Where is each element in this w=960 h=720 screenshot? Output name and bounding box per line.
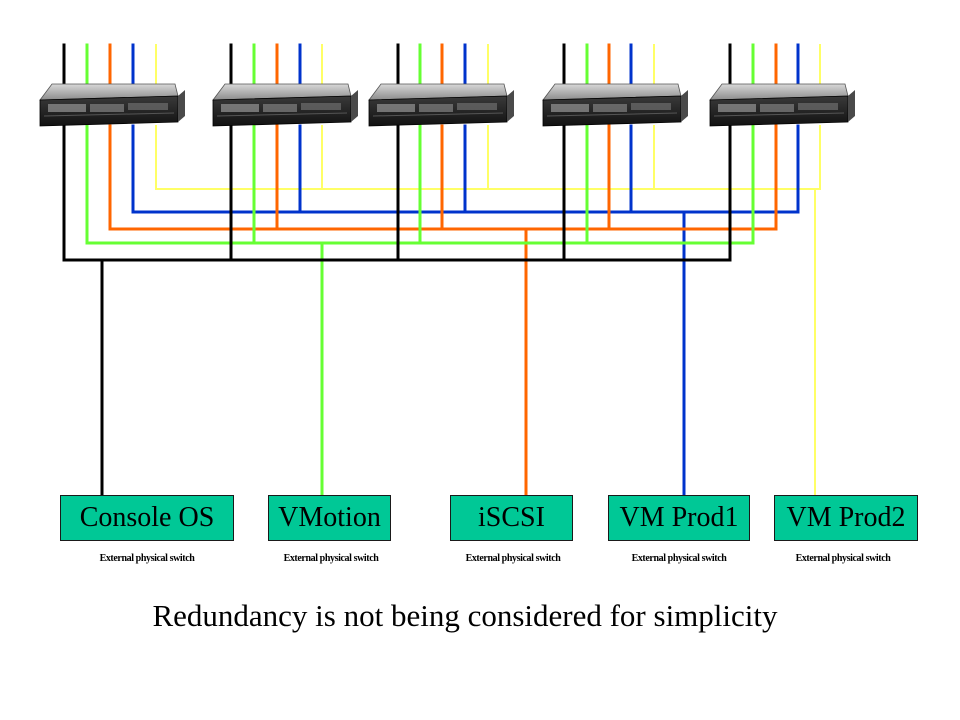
server-4 [542,83,688,127]
footer-note: Redundancy is not being considered for s… [152,598,778,633]
server-3 [368,83,514,127]
switch-caption-vm-prod1: External physical switch [631,553,727,564]
server-5 [709,83,855,127]
switch-vm-prod2: VM Prod2 [774,495,918,541]
switch-caption-console-os: External physical switch [99,553,195,564]
server-1 [39,83,185,127]
switch-caption-vm-prod2: External physical switch [795,553,891,564]
switch-vm-prod1: VM Prod1 [608,495,750,541]
server-2 [212,83,358,127]
switch-caption-iscsi: External physical switch [465,553,561,564]
switch-caption-vmotion: External physical switch [283,553,379,564]
cable-layer [62,43,821,497]
switch-vmotion: VMotion [268,495,391,541]
switch-console-os: Console OS [60,495,234,541]
switch-iscsi: iSCSI [450,495,573,541]
server-layer [39,83,855,127]
